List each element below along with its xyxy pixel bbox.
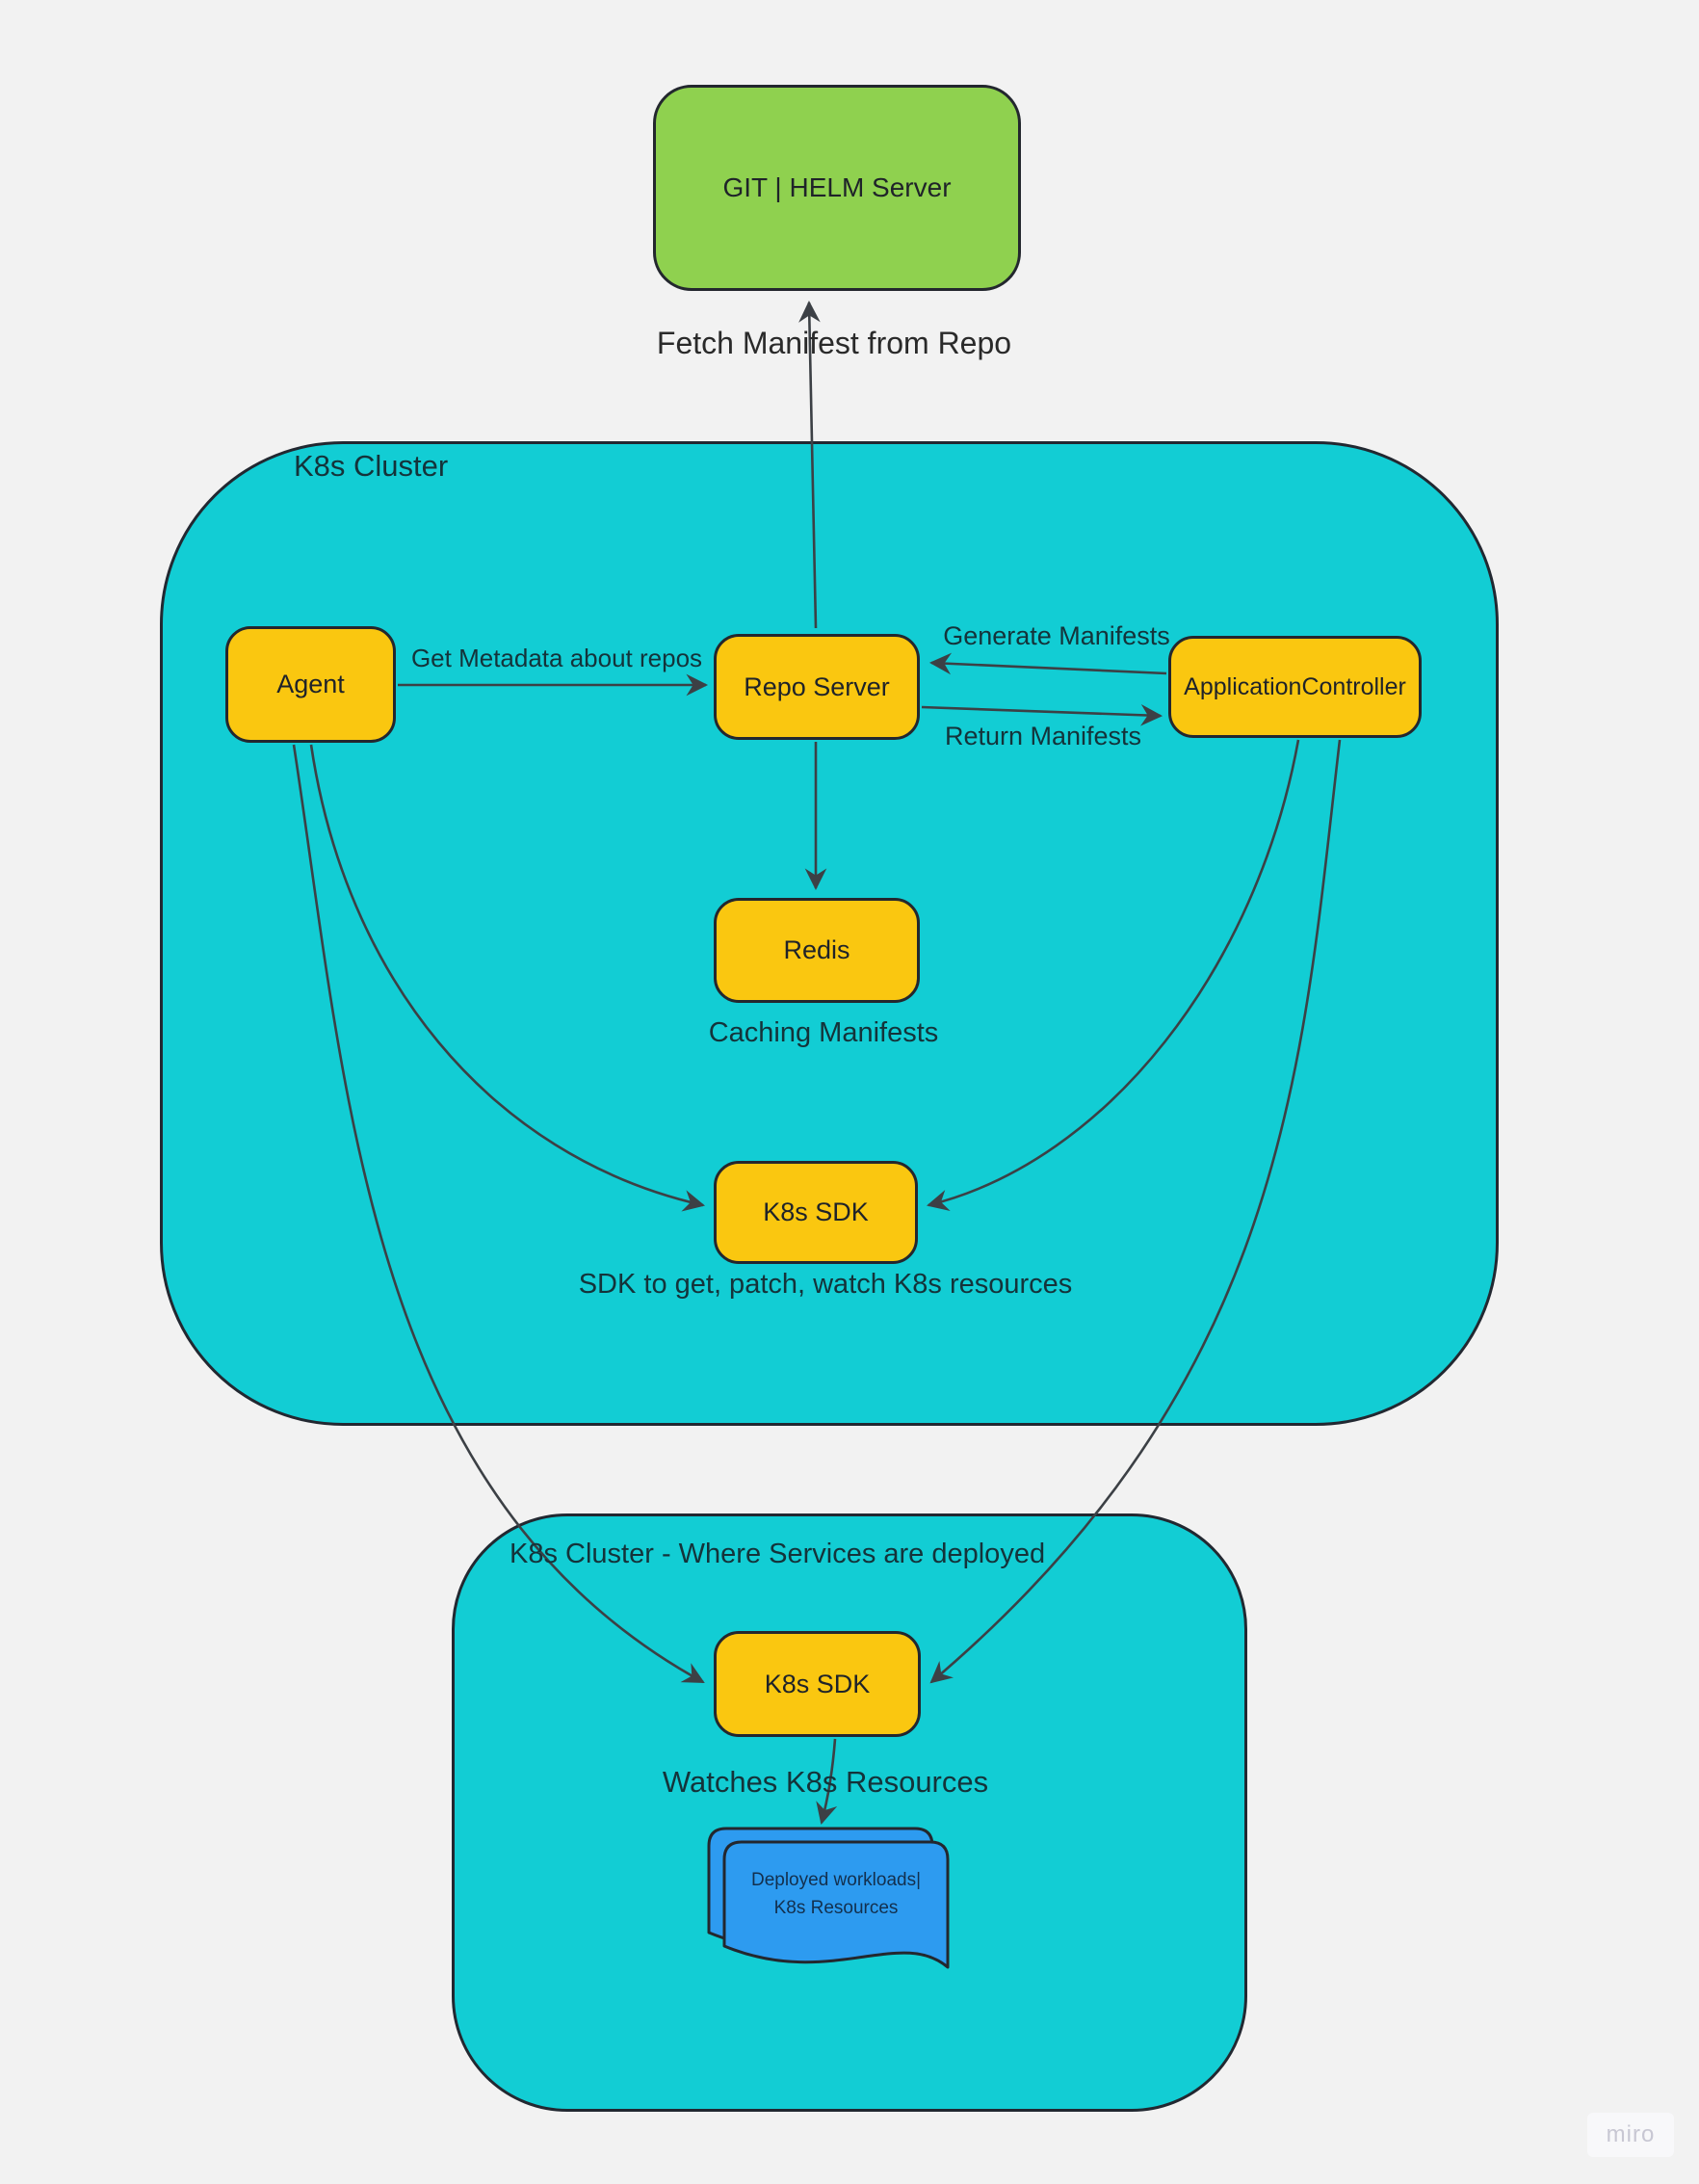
miro-watermark[interactable]: miro bbox=[1587, 2113, 1674, 2157]
node-redis-label: Redis bbox=[783, 935, 850, 964]
label-sdk-description[interactable]: SDK to get, patch, watch K8s resources bbox=[578, 1269, 1073, 1300]
label-caching-manifests[interactable]: Caching Manifests bbox=[708, 1017, 939, 1048]
label-generate-manifests[interactable]: Generate Manifests bbox=[943, 621, 1170, 650]
workloads-document-text: Deployed workloads| K8s Resources bbox=[735, 1867, 937, 1922]
workloads-document-line1: Deployed workloads| bbox=[750, 1870, 922, 1890]
node-redis[interactable]: Redis bbox=[714, 898, 920, 1003]
cluster-deploy-title[interactable]: K8s Cluster - Where Services are deploye… bbox=[510, 1539, 1046, 1569]
label-get-metadata[interactable]: Get Metadata about repos bbox=[410, 644, 703, 672]
label-fetch-manifest[interactable]: Fetch Manifest from Repo bbox=[656, 326, 1012, 360]
node-repo-server-label: Repo Server bbox=[744, 671, 890, 701]
node-k8s-sdk-main[interactable]: K8s SDK bbox=[714, 1161, 918, 1264]
workloads-document-line2: K8s Resources bbox=[773, 1897, 899, 1918]
node-k8s-sdk-main-label: K8s SDK bbox=[763, 1197, 869, 1226]
node-agent-label: Agent bbox=[276, 670, 345, 698]
node-git-helm-server-label: GIT | HELM Server bbox=[722, 172, 952, 202]
node-git-helm-server[interactable]: GIT | HELM Server bbox=[653, 85, 1021, 291]
label-watches-resources[interactable]: Watches K8s Resources bbox=[662, 1765, 989, 1799]
node-application-controller[interactable]: ApplicationController bbox=[1168, 636, 1422, 738]
node-application-controller-label: ApplicationController bbox=[1184, 672, 1406, 700]
cluster-main-title[interactable]: K8s Cluster bbox=[294, 449, 449, 483]
node-agent[interactable]: Agent bbox=[225, 626, 396, 743]
miro-watermark-text: miro bbox=[1606, 2121, 1656, 2147]
node-k8s-sdk-deploy-label: K8s SDK bbox=[764, 1669, 871, 1698]
node-k8s-sdk-deploy[interactable]: K8s SDK bbox=[714, 1631, 921, 1737]
label-return-manifests[interactable]: Return Manifests bbox=[944, 722, 1142, 750]
cluster-k8s-deploy[interactable] bbox=[452, 1513, 1247, 2112]
node-repo-server[interactable]: Repo Server bbox=[714, 634, 920, 740]
